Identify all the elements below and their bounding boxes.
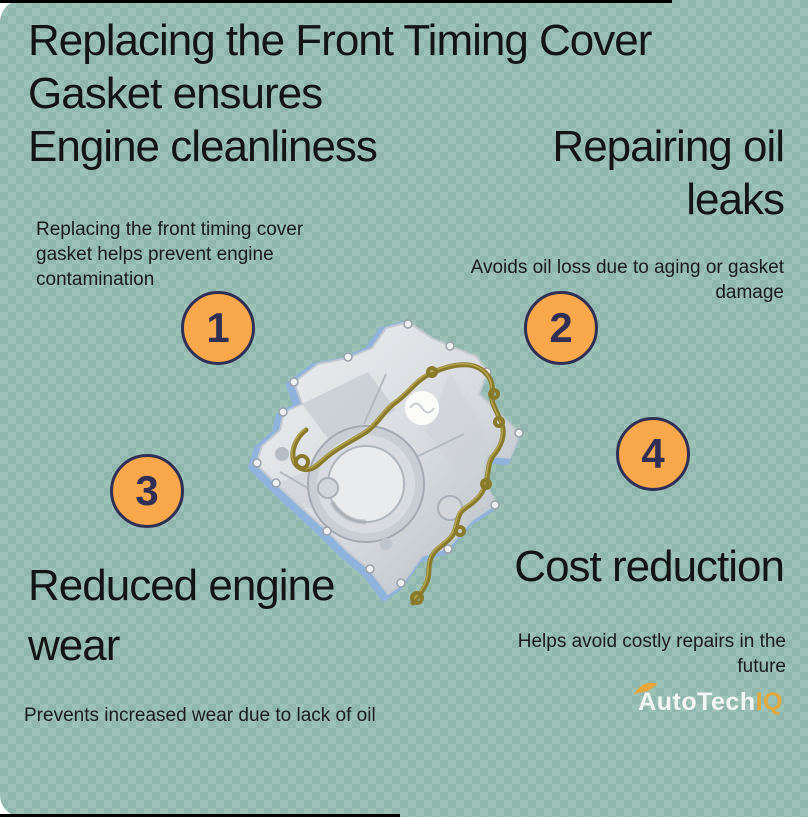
- logo-accent-icon: [634, 682, 659, 694]
- benefit-title-reduced-engine-wear: Reduced engine wear: [28, 561, 335, 670]
- main-title: Replacing the Front Timing Cover Gasket …: [28, 14, 758, 120]
- bottom-edge-bar: [0, 814, 400, 817]
- benefit-description-cost-reduction: Helps avoid costly repairs in the future: [517, 631, 786, 677]
- logo-text-auto: Auto: [638, 688, 698, 716]
- benefit-number-2: 2: [549, 304, 573, 351]
- main-title-line-2: Gasket ensures: [28, 69, 323, 118]
- logo-text-tech: Tech: [697, 688, 756, 716]
- logo-text-iq: IQ: [755, 688, 783, 716]
- main-title-line-1: Replacing the Front Timing Cover: [28, 16, 652, 65]
- autotechiq-logo: AutoTechIQ: [634, 682, 783, 717]
- benefit-description-reduced-engine-wear: Prevents increased wear due to lack of o…: [24, 705, 376, 726]
- benefit-title-repairing-oil-leaks: Repairing oil leaks: [552, 122, 785, 224]
- benefit-title-engine-cleanliness: Engine cleanliness: [28, 122, 378, 171]
- benefit-number-badge-1: 1: [181, 291, 255, 365]
- benefit-description-engine-cleanliness: Replacing the front timing cover gasket …: [36, 219, 304, 290]
- benefit-number-badge-2: 2: [524, 291, 598, 365]
- benefit-description-repairing-oil-leaks: Avoids oil loss due to aging or gasket d…: [470, 257, 784, 303]
- benefit-number-badge-4: 4: [616, 417, 690, 491]
- timing-cover-image: [248, 319, 524, 606]
- benefit-number-badge-3: 3: [110, 454, 184, 528]
- olive-gasket: [290, 362, 506, 606]
- benefit-title-cost-reduction: Cost reduction: [514, 542, 785, 591]
- benefit-number-1: 1: [206, 304, 230, 351]
- top-edge-bar: [0, 0, 672, 3]
- benefit-number-3: 3: [135, 467, 159, 514]
- benefit-number-4: 4: [641, 430, 665, 477]
